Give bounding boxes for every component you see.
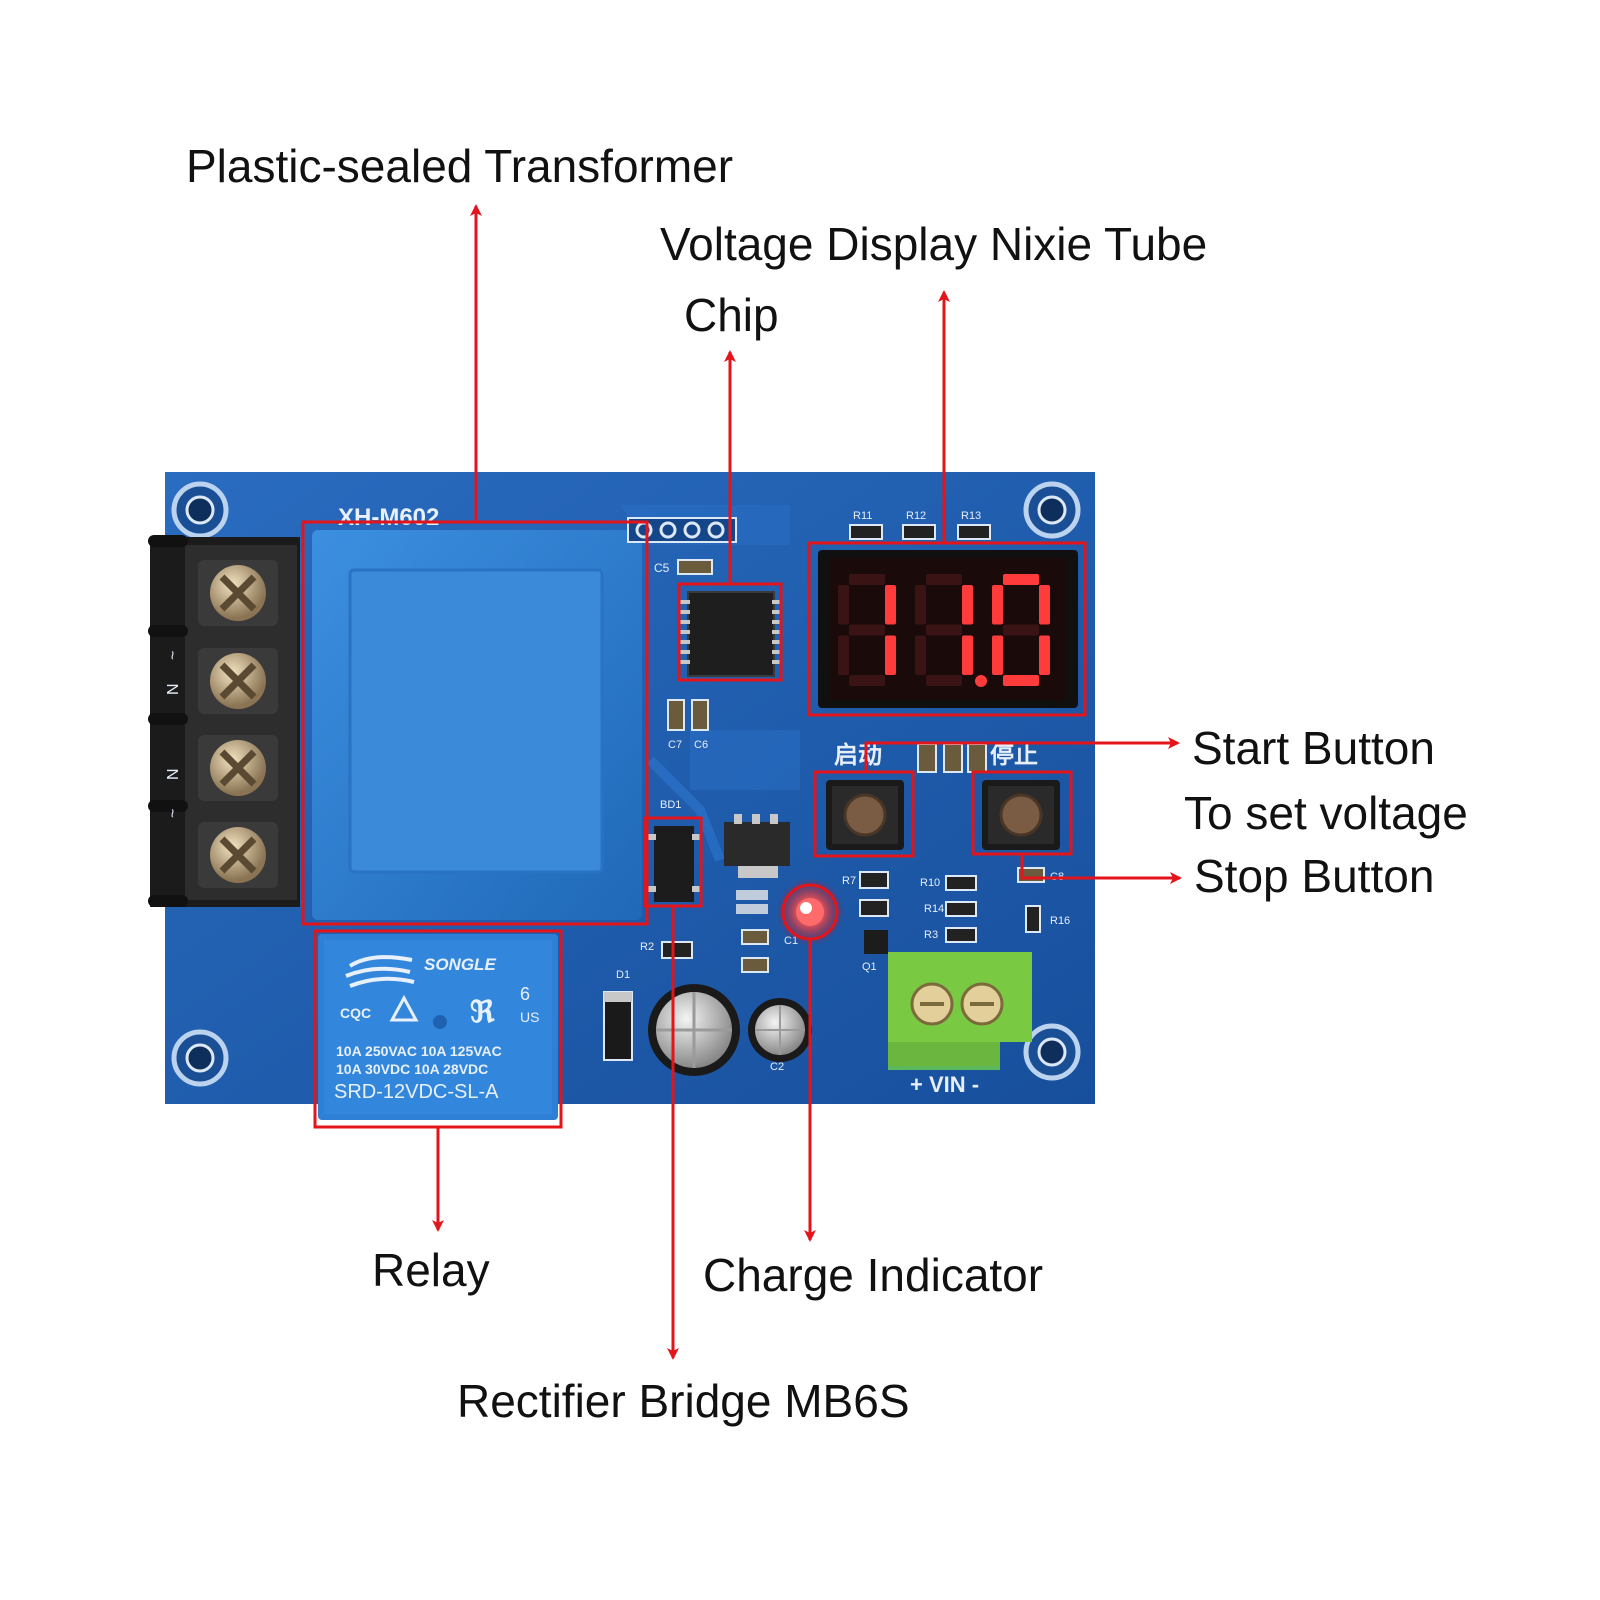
- model-label: XH-M602: [338, 504, 439, 531]
- electrolytic-capacitors: [648, 984, 812, 1076]
- screw-terminal-block: N ~ N ~: [148, 535, 300, 907]
- digit-3-segment-f: [992, 585, 1003, 625]
- highlight-start-button[interactable]: [813, 770, 915, 858]
- smd-components: R2 D1 C1 C2 Q1 R7 R10 R14 R3 R16 C8: [616, 867, 1070, 1073]
- vin-label: + VIN -: [910, 1072, 979, 1097]
- label-r14: R14: [924, 903, 944, 915]
- label-r7: R7: [842, 875, 856, 887]
- bridge-ref-label: BD1: [660, 799, 681, 811]
- relay-body: SONGLE CQC 6 US ℜ 10A 250VAC 10A 125VAC …: [318, 934, 558, 1120]
- label-display: Voltage Display Nixie Tube: [660, 218, 1208, 270]
- label-r16: R16: [1050, 915, 1070, 927]
- label-set-voltage: To set voltage: [1184, 787, 1468, 839]
- ul-logo-icon: ℜ: [470, 996, 495, 1029]
- arrow-stop-button: [1020, 854, 1182, 884]
- label-d1: D1: [616, 969, 630, 981]
- charge-led: [776, 878, 844, 946]
- label-c2: C2: [770, 1061, 784, 1073]
- mounting-holes: [171, 481, 1081, 1087]
- label-rectifier: Rectifier Bridge MB6S: [457, 1375, 910, 1427]
- label-chip: Chip: [684, 289, 779, 341]
- digit-1-segment-d: [849, 675, 885, 686]
- highlight-display: [807, 541, 1087, 717]
- digit-2-segment-e: [915, 635, 926, 675]
- stop-label-cn: 停止: [990, 741, 1038, 769]
- terminal-mark-4: ~: [165, 809, 182, 818]
- cap-label-c6: C6: [694, 739, 708, 751]
- vin-terminal: [888, 952, 1032, 1070]
- label-r10: R10: [920, 877, 940, 889]
- relay-rating-1: 10A 250VAC 10A 125VAC: [336, 1043, 502, 1059]
- voltage-regulator: [724, 814, 790, 914]
- callout-arrows: [432, 204, 1182, 1360]
- res-label-r12: R12: [906, 510, 926, 522]
- digit-2-segment-g: [926, 624, 962, 636]
- digit-2-segment-b: [962, 585, 973, 625]
- arrow-start-button: [864, 737, 1180, 772]
- label-start-button: Start Button: [1192, 722, 1435, 774]
- digit-1-segment-c: [885, 635, 896, 675]
- start-label-cn: 启动: [834, 741, 882, 769]
- highlight-boxes: [301, 520, 1087, 1129]
- cap-label-c7: C7: [668, 739, 682, 751]
- start-button-switch[interactable]: [826, 780, 904, 850]
- digit-1-segment-a: [849, 574, 885, 585]
- relay-us-mark: US: [520, 1009, 539, 1025]
- seven-segment-display: [818, 550, 1078, 708]
- res-label-r11: R11: [853, 510, 872, 522]
- digit-3-segment-e: [992, 635, 1003, 675]
- digit-3-segment-d: [1003, 675, 1039, 686]
- decimal-point: [975, 675, 987, 687]
- bridge-rectifier-chip: BD1: [648, 799, 700, 902]
- relay-brand: SONGLE: [424, 955, 496, 974]
- digit-3-segment-a: [1003, 574, 1039, 585]
- digit-2-segment-a: [926, 574, 962, 585]
- relay-rating-2: 10A 30VDC 10A 28VDC: [336, 1061, 488, 1077]
- cap-label-c5: C5: [654, 561, 670, 575]
- resistors-r11-r13: R11 R12 R13: [849, 510, 991, 540]
- digit-1-segment-b: [885, 585, 896, 625]
- relay-cqc: CQC: [340, 1005, 371, 1021]
- set-indicator-smd: [917, 743, 987, 773]
- digit-2-segment-c: [962, 635, 973, 675]
- digit-3-segment-g: [1003, 624, 1039, 636]
- label-stop-button: Stop Button: [1194, 850, 1435, 902]
- relay-model: SRD-12VDC-SL-A: [334, 1081, 499, 1103]
- digit-2-segment-f: [915, 585, 926, 625]
- terminal-mark-1: N: [165, 683, 182, 695]
- digit-2-segment-d: [926, 675, 962, 686]
- digit-1-segment-f: [838, 585, 849, 625]
- label-q1: Q1: [862, 961, 877, 973]
- terminal-mark-3: N: [165, 768, 182, 780]
- digit-3-segment-b: [1039, 585, 1050, 625]
- digit-3-segment-c: [1039, 635, 1050, 675]
- stop-button-switch[interactable]: [982, 780, 1060, 850]
- display-digits: [838, 574, 1050, 687]
- label-charge-indicator: Charge Indicator: [703, 1249, 1044, 1301]
- chip-ic: [680, 591, 782, 677]
- res-label-r13: R13: [961, 510, 981, 522]
- diode-d1: [603, 991, 633, 1061]
- terminal-mark-2: ~: [165, 651, 182, 660]
- smd-caps-c7-c6: C7 C6: [667, 699, 709, 751]
- label-r3: R3: [924, 929, 938, 941]
- label-transformer: Plastic-sealed Transformer: [186, 140, 734, 192]
- relay-pin-count: 6: [520, 984, 530, 1004]
- label-relay: Relay: [372, 1244, 490, 1296]
- digit-1-segment-g: [849, 624, 885, 636]
- transformer-body: [312, 530, 642, 920]
- label-r2: R2: [640, 941, 654, 953]
- digit-1-segment-e: [838, 635, 849, 675]
